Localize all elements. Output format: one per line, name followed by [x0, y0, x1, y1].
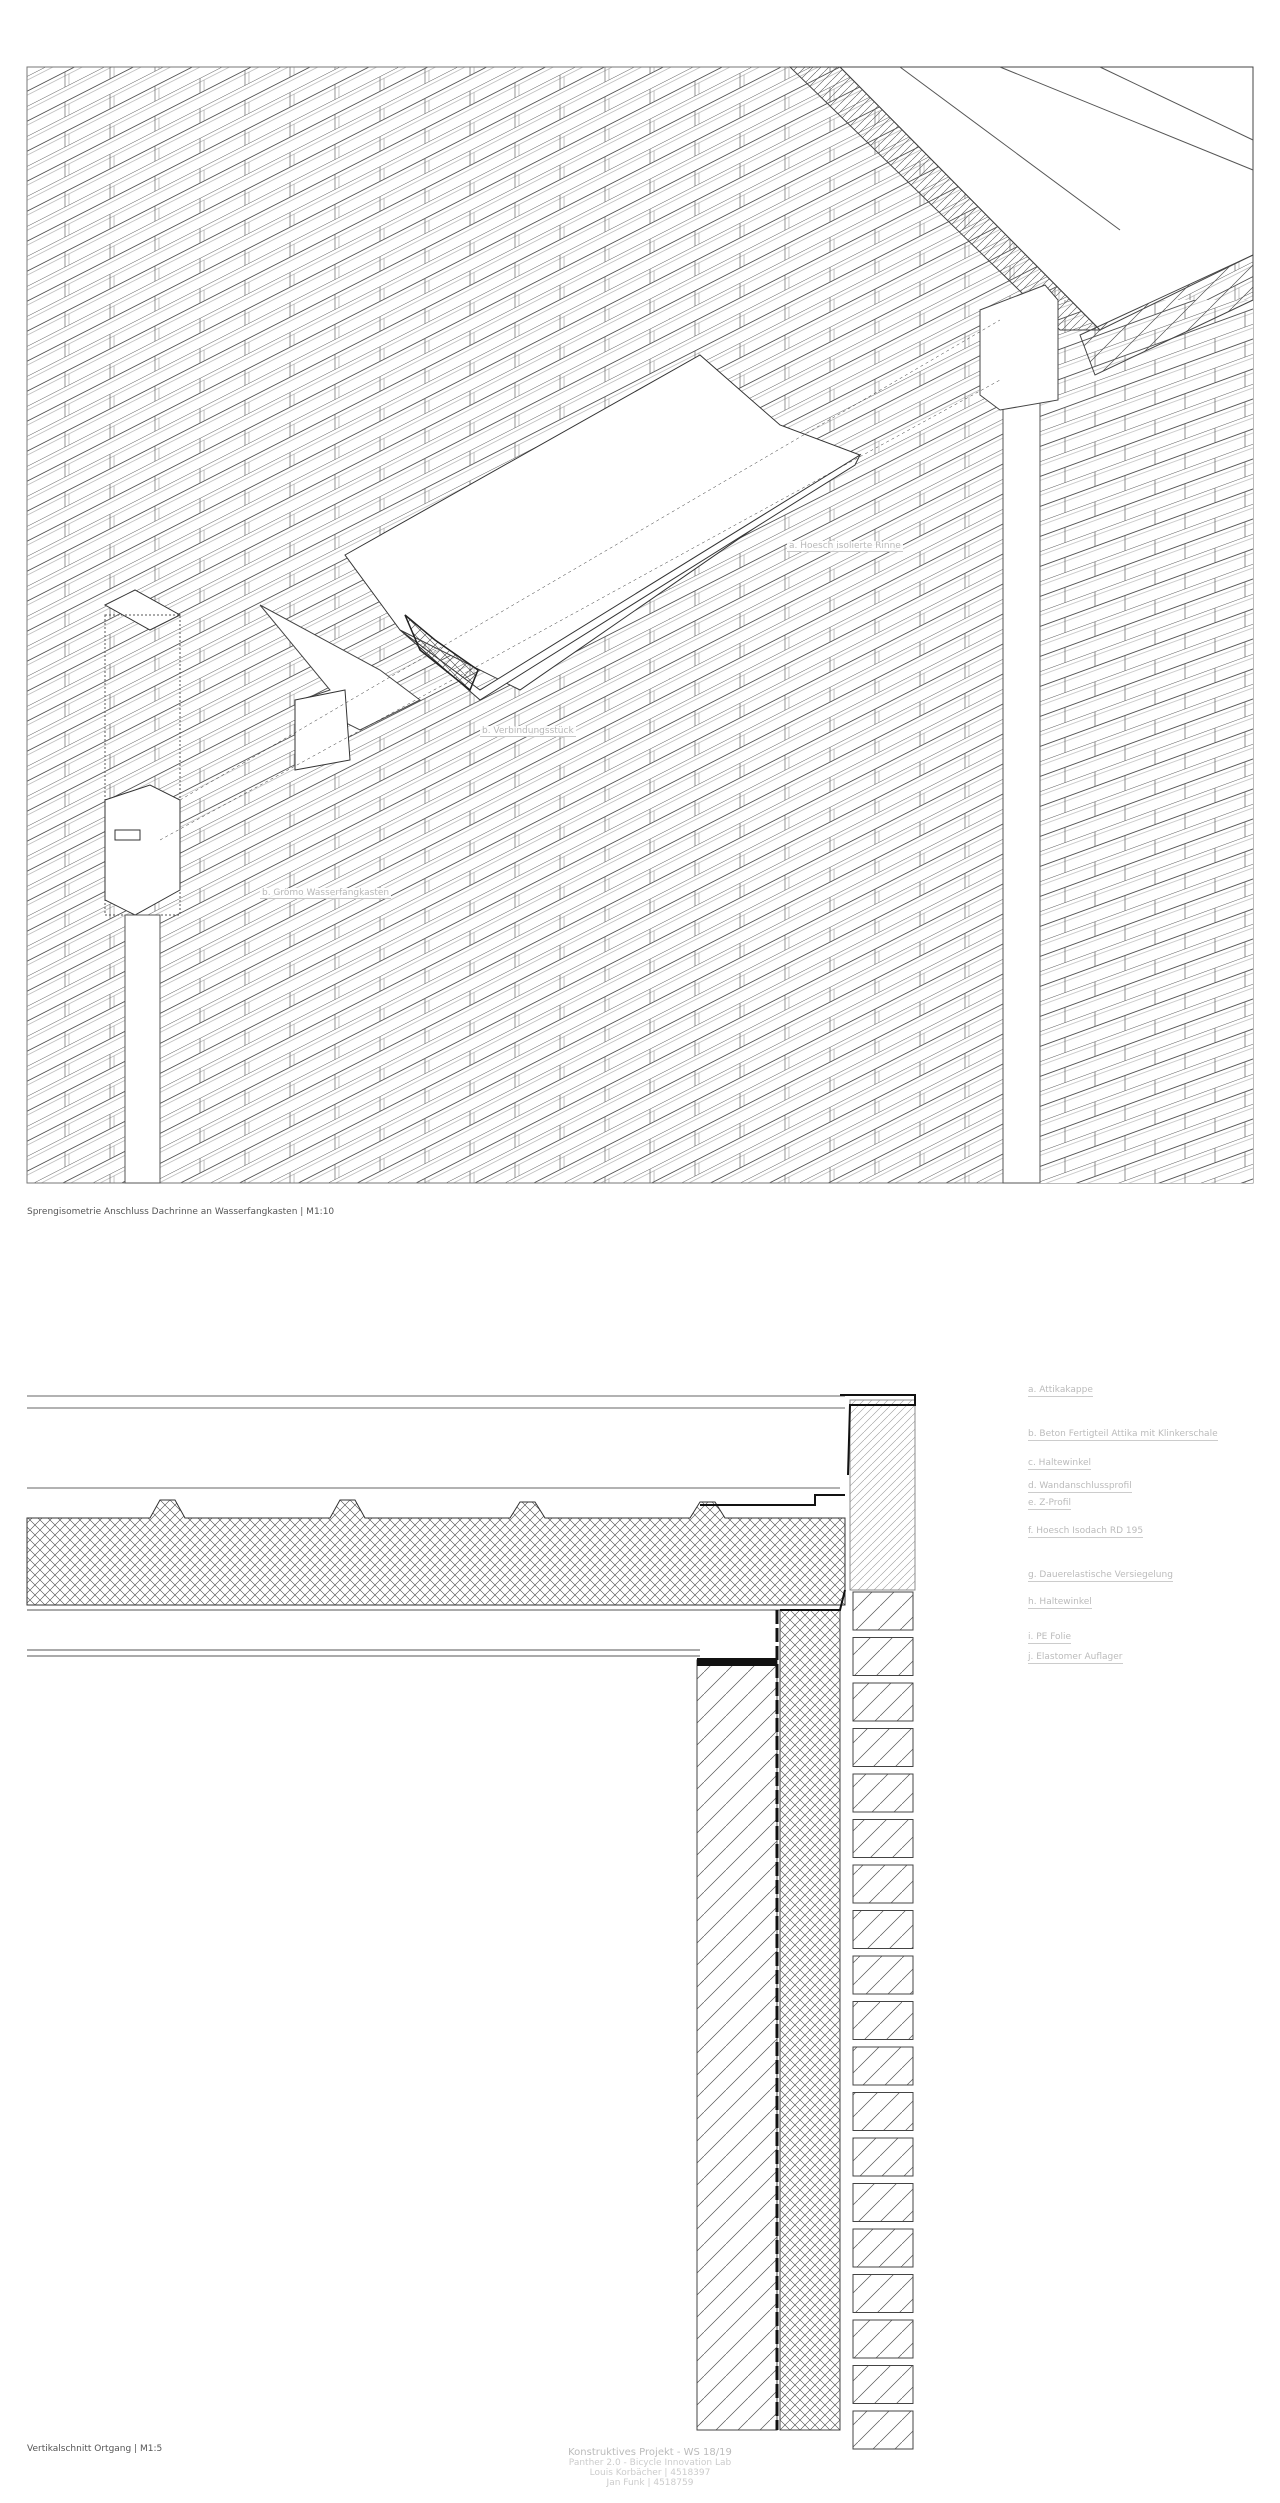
iso-label-verbindungsstueck: b. Verbindungsstück [480, 726, 576, 737]
brick-course [852, 2228, 914, 2268]
section-label: e. Z-Profil [1028, 1498, 1071, 1510]
brick-course [852, 1864, 914, 1904]
author-2: Jan Funk | 4518759 [606, 2478, 694, 2488]
brick-course [852, 1955, 914, 1995]
section-label: a. Attikakappe [1028, 1385, 1093, 1397]
section-label: d. Wandanschlussprofil [1028, 1481, 1132, 1493]
iso-label-rinne: a. Hoesch isolierte Rinne [787, 541, 903, 552]
brick-course [852, 2274, 914, 2313]
isometric-caption: Sprengisometrie Anschluss Dachrinne an W… [27, 1207, 335, 1217]
brick-course [852, 1682, 914, 1722]
brick-course [852, 1819, 914, 1858]
brick-course [852, 2183, 914, 2222]
brick-course [852, 2137, 914, 2177]
brick-course [852, 1637, 914, 1676]
brick-course [852, 2046, 914, 2086]
section-label: g. Dauerelastische Versiegelung [1028, 1570, 1173, 1582]
section-caption: Vertikalschnitt Ortgang | M1:5 [27, 2444, 163, 2454]
brick-course [852, 2092, 914, 2131]
brick-course [852, 1910, 914, 1949]
brick-course [852, 1591, 914, 1631]
section-drawing [26, 1394, 916, 2450]
brick-course [852, 2319, 914, 2359]
section-label: i. PE Folie [1028, 1632, 1072, 1644]
isometric-drawing [26, 66, 1254, 1184]
brick-course [852, 1773, 914, 1813]
brick-course [852, 2001, 914, 2040]
course-title: Konstruktives Projekt - WS 18/19 [568, 2447, 732, 2458]
section-label: b. Beton Fertigteil Attika mit Klinkersc… [1028, 1429, 1218, 1441]
iso-label-wasserfangkasten: b. Grömo Wasserfangkasten [260, 888, 392, 899]
author-1: Louis Korbächer | 4518397 [589, 2468, 711, 2478]
section-label: c. Haltewinkel [1028, 1458, 1092, 1470]
brick-course [852, 1728, 914, 1767]
title-block: Konstruktives Projekt - WS 18/19 Panther… [500, 2447, 800, 2489]
section-label: f. Hoesch Isodach RD 195 [1028, 1526, 1144, 1538]
brick-course [852, 2365, 914, 2404]
section-label: j. Elastomer Auflager [1028, 1652, 1123, 1664]
brick-course [852, 2410, 914, 2450]
project-name: Panther 2.0 - Bicycle Innovation Lab [568, 2458, 732, 2468]
section-label: h. Haltewinkel [1028, 1597, 1092, 1609]
